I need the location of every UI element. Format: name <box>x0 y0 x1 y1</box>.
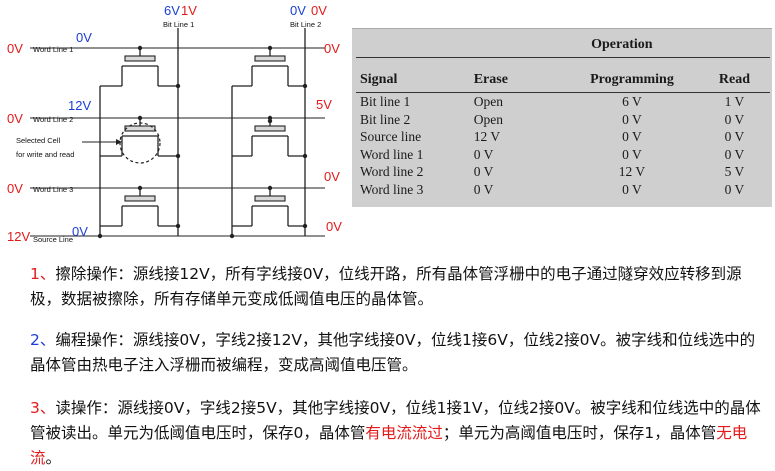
cell-read: 1 V <box>724 94 745 109</box>
source-line-erase-voltage: 12V <box>7 229 30 244</box>
word-line-2-program-voltage: 12V <box>68 98 91 113</box>
read-operation-text-a: 读操作：源线接0V，字线2接5V，其他字线接0V，位线1接1V，位线2接0V。被… <box>30 399 761 442</box>
source-line-read-voltage: 0V <box>326 219 342 234</box>
bit-line-2-label: Bit Line 2 <box>290 20 321 29</box>
cell-erase: Open <box>473 111 503 127</box>
cell-read: 5 V <box>724 164 745 180</box>
word-line-3-left-voltage: 0V <box>7 181 23 196</box>
transistor-left-2 <box>100 118 178 157</box>
cell-signal: Source line <box>360 129 422 145</box>
table-row: Word line 1 0 V 0 V 0 V <box>356 146 770 164</box>
cell-erase: 0 V <box>473 146 494 162</box>
read-operation-paragraph: 3、读操作：源线接0V，字线2接5V，其他字线接0V，位线1接1V，位线2接0V… <box>30 396 765 471</box>
cell-signal: Word line 1 <box>360 146 424 162</box>
operation-table-panel: Operation Signal Erase Programming Read … <box>352 28 772 207</box>
word-line-3-label: Word Line 3 <box>33 185 73 194</box>
cell-erase: 0 V <box>473 164 494 180</box>
erase-operation-text: 擦除操作：源线接12V，所有字线接0V，位线开路，所有晶体管浮栅中的电子通过隧穿… <box>30 265 742 308</box>
paragraph-number-1: 1、 <box>30 265 56 283</box>
cell-signal: Word line 2 <box>360 164 424 180</box>
column-header-signal: Signal <box>356 57 474 93</box>
transistor-right-3 <box>232 188 305 227</box>
cell-erase: 12 V <box>473 129 501 145</box>
current-flows-highlight: 有电流流过 <box>365 424 443 442</box>
operation-voltage-table: Operation Signal Erase Programming Read … <box>356 33 770 199</box>
transistor-left-3 <box>100 188 178 227</box>
table-row: Bit line 2 Open 0 V 0 V <box>356 111 770 129</box>
source-line-label: Source Line <box>33 235 73 244</box>
selected-cell-sublabel: for write and read <box>16 150 74 159</box>
no-current-highlight: 无电流 <box>30 424 748 467</box>
program-operation-text: 编程操作：源线接0V，字线2接12V，其他字线接0V，位线1接6V，位线2接0V… <box>30 331 756 374</box>
bit-line-2-program-voltage: 0V <box>290 3 306 18</box>
cell-read: 0 V <box>724 146 745 162</box>
table-row: Source line 12 V 0 V 0 V <box>356 128 770 146</box>
column-header-read: Read <box>698 57 770 93</box>
program-operation-paragraph: 2、编程操作：源线接0V，字线2接12V，其他字线接0V，位线1接6V，位线2接… <box>30 328 765 378</box>
table-empty-corner <box>356 33 474 58</box>
nor-flash-circuit-diagram: Bit Line 1 Bit Line 2 Word Line 1 Word L… <box>7 3 342 244</box>
paragraph-number-3: 3、 <box>30 399 56 417</box>
table-row: Bit line 1 Open 6 V 1 V <box>356 93 770 111</box>
word-line-1-left-voltage: 0V <box>7 41 23 56</box>
transistor-right-1 <box>232 48 305 87</box>
bit-line-1-label: Bit Line 1 <box>163 20 194 29</box>
table-row: Word line 2 0 V 12 V 5 V <box>356 163 770 181</box>
column-header-programming: Programming <box>565 57 699 93</box>
cell-signal: Bit line 2 <box>360 111 411 127</box>
word-line-2-read-voltage: 5V <box>316 97 332 112</box>
transistor-left-1 <box>100 48 178 87</box>
cell-programming: 0 V <box>622 111 642 127</box>
cell-programming: 0 V <box>622 146 642 162</box>
erase-operation-paragraph: 1、擦除操作：源线接12V，所有字线接0V，位线开路，所有晶体管浮栅中的电子通过… <box>30 262 765 312</box>
cell-signal: Word line 3 <box>360 181 424 197</box>
bit-line-1-read-voltage: 1V <box>181 3 197 18</box>
word-line-1-label: Word Line 1 <box>33 45 73 54</box>
cell-read: 0 V <box>724 111 745 127</box>
table-row: Word line 3 0 V 0 V 0 V <box>356 181 770 199</box>
bit-line-1-program-voltage: 6V <box>164 3 180 18</box>
selected-cell-arrowhead <box>116 139 122 145</box>
column-header-erase: Erase <box>473 57 566 93</box>
cell-programming: 12 V <box>618 164 646 180</box>
cell-signal: Bit line 1 <box>360 94 411 109</box>
word-line-1-right-voltage: 0V <box>324 41 340 56</box>
cell-erase: 0 V <box>473 181 494 197</box>
word-line-3-right-voltage: 0V <box>324 169 340 184</box>
read-operation-text-c: 。 <box>45 449 62 467</box>
junction-dots <box>97 45 308 239</box>
bit-line-2-read-voltage: 0V <box>311 3 327 18</box>
cell-programming: 0 V <box>622 181 642 197</box>
read-operation-text-b: ；单元为高阈值电压时，保存1，晶体管 <box>442 424 717 442</box>
word-line-1-program-voltage: 0V <box>76 30 92 45</box>
word-line-2-left-voltage: 0V <box>7 111 23 126</box>
cell-erase: Open <box>473 94 503 109</box>
cell-read: 0 V <box>724 129 745 145</box>
cell-programming: 0 V <box>622 129 642 145</box>
operation-group-header: Operation <box>473 33 770 58</box>
source-line-program-voltage: 0V <box>72 224 88 239</box>
paragraph-number-2: 2、 <box>30 331 56 349</box>
cell-programming: 6 V <box>622 94 642 109</box>
word-line-2-label: Word Line 2 <box>33 115 73 124</box>
selected-cell-label: Selected Cell <box>16 136 61 145</box>
transistor-right-2 <box>232 118 305 157</box>
cell-read: 0 V <box>724 181 745 197</box>
